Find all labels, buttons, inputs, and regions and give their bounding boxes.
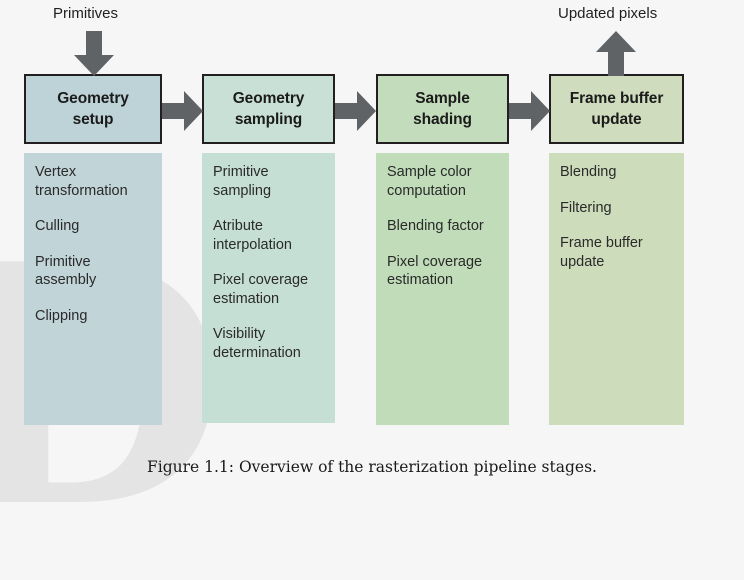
list-item: Primitive sampling (213, 164, 272, 199)
stage-items-geometry-setup: Vertex transformation Culling Primitive … (24, 153, 162, 425)
stage-title-sample-shading: Sample shading (376, 74, 509, 144)
stage-title-frame-buffer-update: Frame buffer update (549, 74, 684, 144)
stage-title-geometry-sampling: Geometry sampling (202, 74, 335, 144)
arrow-up-icon (596, 31, 636, 76)
list-item: Sample color computation (387, 164, 472, 199)
stage-title-line-1: Sample (415, 90, 470, 107)
arrow-right-icon-3 (509, 91, 550, 131)
stage-title-line-2: shading (413, 111, 472, 128)
list-item: Frame buffer update (560, 235, 643, 270)
list-item: Blending factor (387, 218, 484, 234)
stage-title-line-1: Geometry (57, 90, 129, 107)
list-item: Blending (560, 164, 617, 180)
list-item: Clipping (35, 307, 88, 324)
output-flow-label: Updated pixels (558, 5, 658, 22)
list-item: Primitive assembly (35, 253, 97, 289)
arrow-right-icon-1 (162, 91, 203, 131)
input-flow-label: Primitives (53, 5, 119, 22)
stage-title-geometry-setup: Geometry setup (24, 74, 162, 144)
stage-title-line-1: Geometry (232, 90, 305, 107)
stage-title-line-1: Frame buffer (569, 90, 664, 107)
list-item: Pixel coverage estimation (387, 253, 483, 289)
list-item: Filtering (560, 199, 612, 216)
list-item: Visibility determination (213, 326, 301, 361)
stage-items-frame-buffer-update: Blending Filtering Frame buffer update (549, 153, 684, 425)
stage-items-geometry-sampling: Primitive sampling Atribute interpolatio… (202, 153, 335, 423)
stage-title-line-2: update (591, 111, 642, 128)
figure-rasterization-pipeline: D Primitives Updated pixels Geometry set… (0, 5, 684, 551)
list-item: Vertex transformation (35, 164, 128, 199)
arrow-right-icon-2 (335, 91, 376, 131)
list-item: Atribute interpolation (213, 218, 292, 253)
arrow-down-icon (74, 31, 114, 76)
list-item: Culling (35, 218, 80, 234)
list-item: Pixel coverage estimation (213, 272, 309, 307)
stage-title-line-2: setup (72, 111, 114, 128)
stage-title-line-2: sampling (234, 111, 303, 128)
figure-caption: Figure 1.1: Overview of the rasterizatio… (147, 458, 597, 476)
stage-items-sample-shading: Sample color computation Blending factor… (376, 153, 509, 425)
